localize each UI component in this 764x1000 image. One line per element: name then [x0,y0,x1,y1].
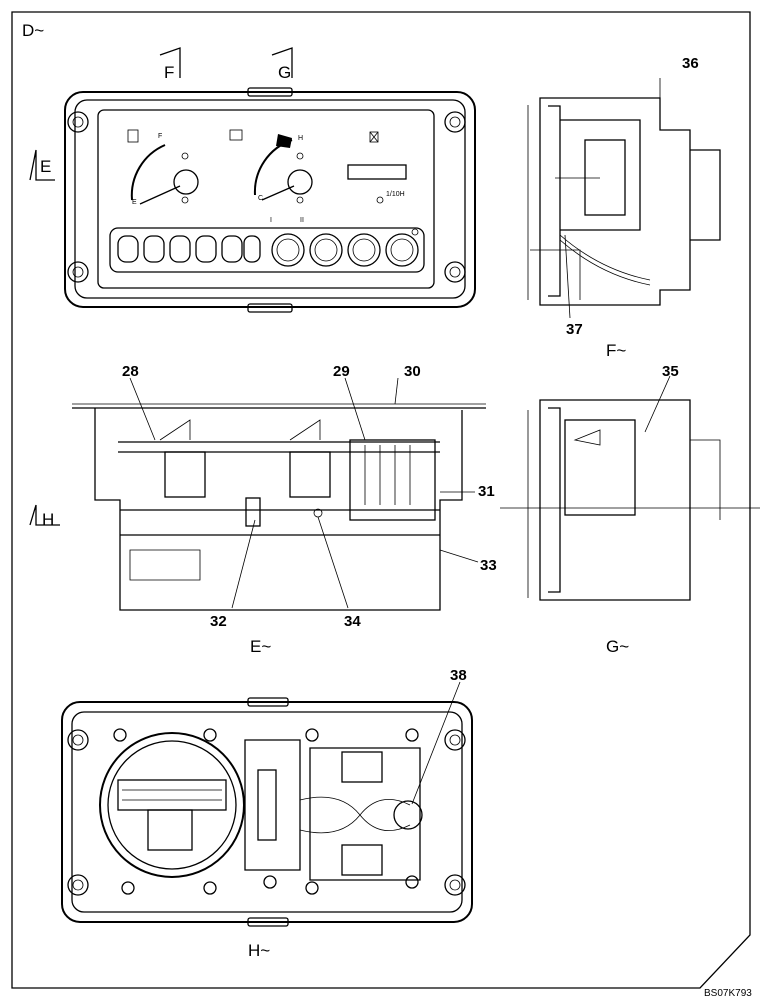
callout-37: 37 [566,321,583,338]
callout-34: 34 [344,613,361,630]
callout-29: 29 [333,363,350,380]
fuel-gauge: F E [127,129,199,206]
svg-text:E: E [40,157,51,176]
view-g-side-section [500,375,760,601]
section-mark-f: F [159,47,181,82]
callout-28: 28 [122,363,139,380]
section-mark-e: E [29,149,55,181]
screw-heads [113,728,419,895]
svg-text:I: I [270,217,272,224]
callout-30: 30 [404,363,421,380]
svg-text:II: II [300,217,304,224]
svg-text:H: H [42,510,54,529]
sheet-frame [11,11,751,989]
callout-31: 31 [478,483,495,500]
callout-36: 36 [682,55,699,72]
svg-text:E: E [132,199,137,206]
section-mark-g: G [271,47,293,82]
svg-text:H: H [298,135,303,142]
view-e-front-section: H [29,377,486,611]
drawing-code: BS07K793 [704,988,752,999]
callout-38: 38 [450,667,467,684]
view-h-rear-view [61,681,473,927]
svg-text:F: F [158,133,162,140]
temperature-gauge: H C [229,129,313,204]
view-d-title: D~ [22,21,44,40]
view-g-title: G~ [606,637,629,656]
callout-33: 33 [480,557,497,574]
view-d-front-panel: F G E F E [29,47,476,313]
indicator-strip: I II [109,217,425,273]
view-f-side-section [527,78,721,319]
svg-text:F: F [164,63,174,82]
svg-text:C: C [258,195,263,202]
view-f-title: F~ [606,341,626,360]
section-mark-h: H [29,504,60,529]
svg-text:G: G [278,63,291,82]
view-e-title: E~ [250,637,271,656]
view-h-title: H~ [248,941,270,960]
svg-text:1/10H: 1/10H [386,191,405,198]
callout-32: 32 [210,613,227,630]
callout-35: 35 [662,363,679,380]
hour-meter: 1/10H [347,131,407,204]
